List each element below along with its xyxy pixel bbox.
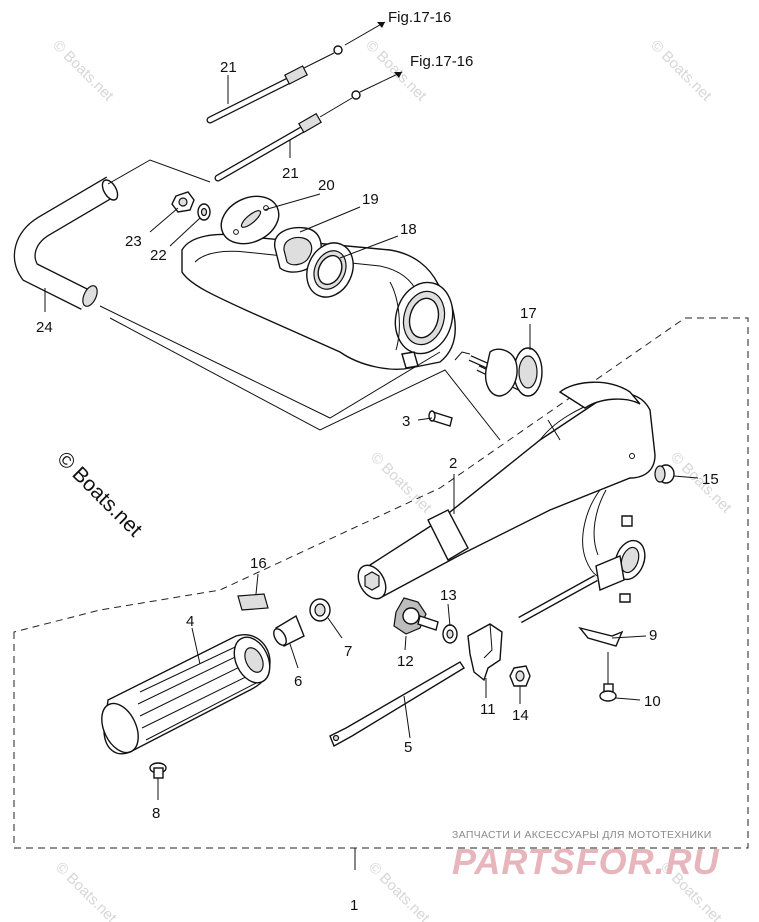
leader-lines (44, 75, 699, 800)
collar-6 (273, 614, 305, 647)
watermark-mid-right: © Boats.net (367, 449, 435, 517)
callout-11: 11 (480, 701, 496, 718)
watermark-top-left: © Boats.net (49, 37, 117, 105)
callout-23: 23 (125, 233, 142, 250)
screw-8 (149, 762, 167, 794)
washer-22 (197, 203, 211, 221)
callout-24: 24 (36, 319, 53, 336)
callout-13: 13 (440, 587, 457, 604)
callout-7: 7 (344, 643, 352, 660)
brand-tagline: ЗАПЧАСТИ И АКСЕССУАРЫ ДЛЯ МОТОТЕХНИКИ (452, 829, 712, 841)
washer-13 (442, 624, 458, 644)
nut-14 (509, 665, 531, 687)
bracket-11 (467, 623, 503, 682)
plate-20 (220, 195, 280, 245)
callout-14: 14 (512, 707, 529, 724)
grommet-17 (468, 347, 543, 397)
callout-19: 19 (362, 191, 379, 208)
cable-21-lower (214, 90, 361, 182)
callout-3: 3 (402, 413, 410, 430)
watermark-group: © Boats.net © Boats.net © Boats.net © Bo… (49, 37, 735, 922)
switch-assembly (518, 489, 646, 624)
handle-2 (357, 381, 656, 600)
callout-8: 8 (152, 805, 160, 822)
nut-23 (171, 191, 195, 213)
callout-9: 9 (649, 627, 657, 644)
callout-16: 16 (250, 555, 267, 572)
label-16 (237, 593, 269, 611)
watermark-main: © Boats.net (52, 447, 146, 541)
callout-22: 22 (150, 247, 167, 264)
screw-10 (599, 652, 617, 702)
callout-10: 10 (644, 693, 661, 710)
brand-logo: PARTSFOR.RU (452, 841, 720, 882)
hose-24 (13, 176, 119, 310)
grip-4 (101, 633, 271, 755)
callout-6: 6 (294, 673, 302, 690)
reference-lines-upper (99, 21, 501, 441)
callout-21-lower: 21 (282, 165, 299, 182)
reference-label-upper[interactable]: Fig.17-16 (388, 9, 451, 26)
callout-18: 18 (400, 221, 417, 238)
assembly-boundary (13, 317, 749, 849)
knob-12 (393, 597, 439, 635)
callout-15: 15 (702, 471, 719, 488)
callout-12: 12 (397, 653, 414, 670)
rod-5 (329, 661, 465, 747)
bolt-3 (428, 410, 453, 427)
steering-cover (181, 233, 456, 370)
callout-20: 20 (318, 177, 335, 194)
watermark-bottom-left: © Boats.net (52, 859, 120, 922)
callout-5: 5 (404, 739, 412, 756)
callout-1: 1 (350, 897, 358, 914)
callout-17: 17 (520, 305, 537, 322)
callout-4: 4 (186, 613, 194, 630)
grommet-15 (654, 464, 675, 484)
reference-label-lower[interactable]: Fig.17-16 (410, 53, 473, 70)
watermark-top-mid: © Boats.net (362, 37, 430, 105)
callout-21-upper: 21 (220, 59, 237, 76)
callout-2: 2 (449, 455, 457, 472)
watermark-top-right: © Boats.net (647, 37, 715, 105)
watermark-bottom-mid: © Boats.net (365, 859, 433, 922)
bushing-7 (309, 598, 331, 622)
ring-18 (306, 242, 354, 298)
callout-labels: 1 2 3 4 5 6 7 8 9 10 11 12 13 14 15 16 1… (36, 59, 719, 914)
cable-21-upper (206, 45, 343, 124)
plate-9 (578, 626, 624, 647)
